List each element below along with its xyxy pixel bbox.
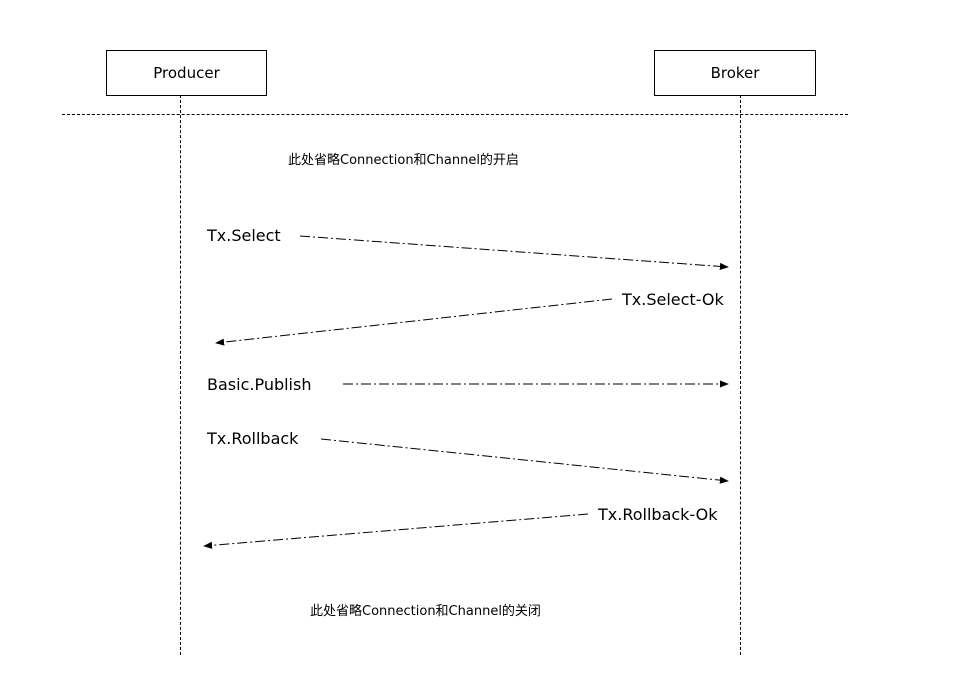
- label-tx-rollback-ok: Tx.Rollback-Ok: [598, 505, 718, 524]
- arrow-tx-rollback-ok: [203, 513, 589, 549]
- broker-box: Broker: [654, 50, 816, 96]
- broker-lifeline: [740, 95, 741, 655]
- section-separator: [62, 114, 848, 115]
- note-connection-open: 此处省略Connection和Channel的开启: [288, 153, 519, 168]
- producer-box: Producer: [106, 50, 267, 96]
- arrow-tx-select-ok: [215, 298, 613, 346]
- producer-lifeline: [180, 95, 181, 655]
- label-tx-select-ok: Tx.Select-Ok: [622, 290, 724, 309]
- arrow-tx-select: [299, 235, 729, 271]
- note-connection-close: 此处省略Connection和Channel的关闭: [310, 604, 541, 619]
- label-basic-publish: Basic.Publish: [207, 375, 312, 394]
- label-tx-select: Tx.Select: [207, 226, 281, 245]
- label-tx-rollback: Tx.Rollback: [207, 429, 299, 448]
- arrow-tx-rollback: [320, 438, 729, 484]
